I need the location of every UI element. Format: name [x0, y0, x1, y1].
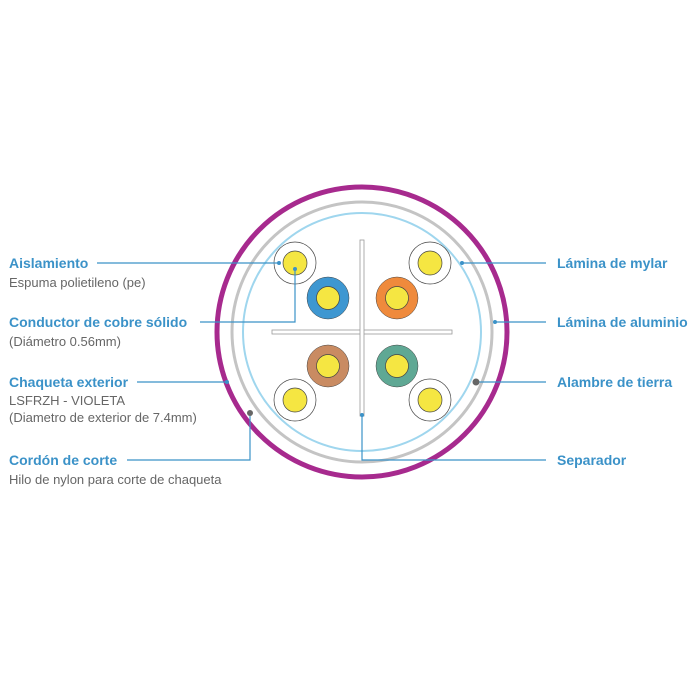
leader-separador [361, 415, 546, 461]
label-chaqueta: Chaqueta exterior [9, 374, 129, 390]
blue-wire [306, 276, 350, 320]
label-cordon: Cordón de corte [9, 452, 118, 468]
white-wire-top-right [408, 241, 452, 285]
brown-wire [306, 344, 350, 388]
label-tierra: Alambre de tierra [557, 374, 673, 390]
label-conductor: Conductor de cobre sólido [9, 314, 188, 330]
leader-cordon [127, 413, 251, 461]
aluminum-foil-ring [230, 200, 494, 464]
desc-chaqueta-material: LSFRZH - VIOLETA [9, 393, 126, 408]
dot-aislamiento [277, 261, 281, 265]
label-separador: Separador [557, 452, 627, 468]
dot-conductor [293, 267, 297, 271]
drain-wire-dot [472, 378, 480, 386]
leader-conductor [200, 269, 296, 323]
label-aislamiento: Aislamiento [9, 255, 89, 271]
outer-jacket-ring [214, 184, 510, 480]
desc-aislamiento: Espuma polietileno (pe) [9, 275, 146, 290]
leader-lines [97, 262, 546, 461]
desc-cordon: Hilo de nylon para corte de chaqueta [9, 472, 222, 487]
dot-mylar [460, 261, 464, 265]
dot-separador [360, 413, 364, 417]
desc-conductor: (Diámetro 0.56mm) [9, 334, 121, 349]
label-mylar: Lámina de mylar [557, 255, 668, 271]
separator-cross [271, 239, 453, 417]
dot-aluminio [493, 320, 497, 324]
white-wire-bottom-right [408, 378, 452, 422]
label-aluminio: Lámina de aluminio [557, 314, 688, 330]
orange-wire [375, 276, 419, 320]
dot-chaqueta [225, 380, 229, 384]
desc-chaqueta-diameter: (Diametro de exterior de 7.4mm) [9, 410, 197, 425]
rip-cord-dot [247, 410, 253, 416]
white-wire-bottom-left [273, 378, 317, 422]
green-wire [375, 344, 419, 388]
